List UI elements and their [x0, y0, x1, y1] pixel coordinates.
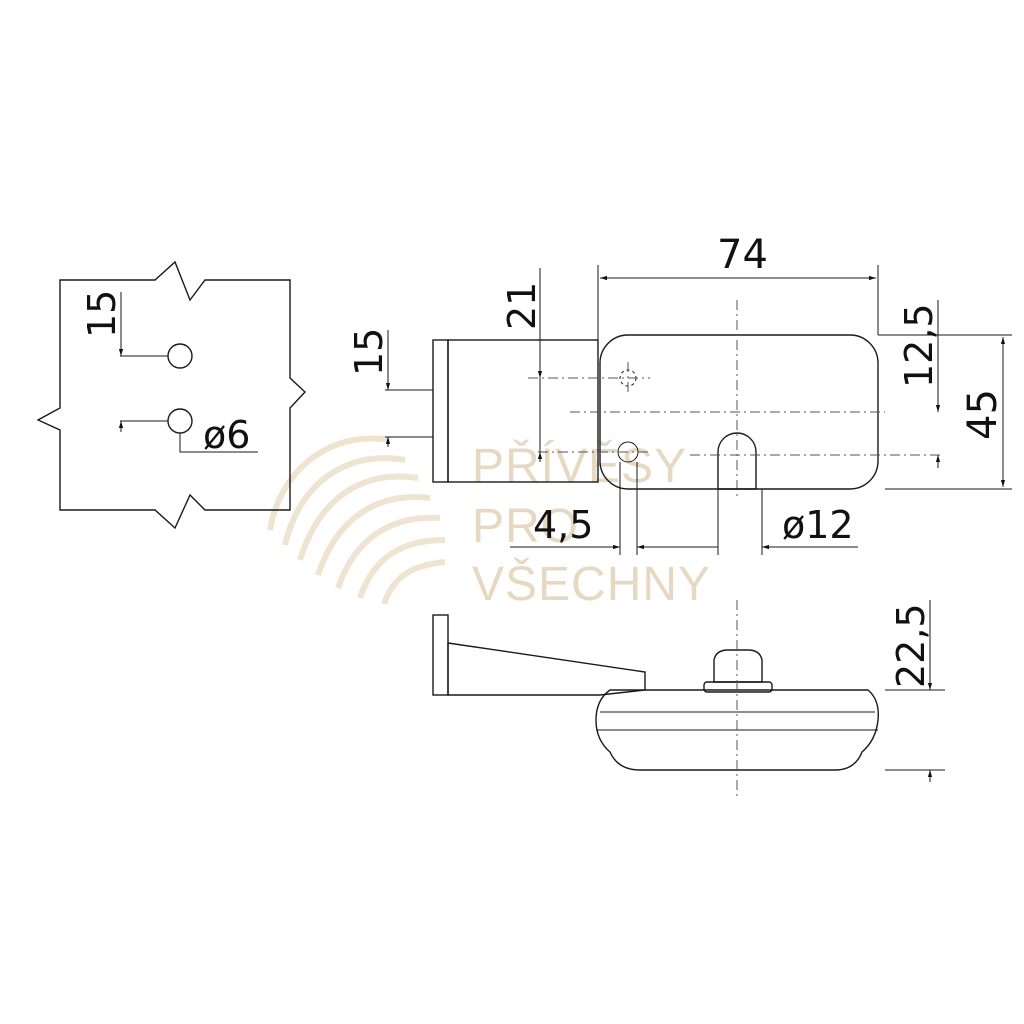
dim-offset-21: 21 [500, 282, 544, 330]
connector-top [713, 649, 763, 683]
bracket-arm [447, 339, 599, 483]
watermark-line1: PŘÍVĚSY [472, 440, 687, 493]
dim-bracket-height: 15 [347, 328, 391, 376]
dim-width-74: 74 [717, 232, 768, 278]
dim-offset-4-5: 4,5 [533, 503, 593, 547]
watermark-logo [267, 435, 446, 606]
watermark-line3: VŠECHNY [472, 557, 711, 611]
watermark-line2: PRO [472, 500, 579, 553]
front-view [385, 265, 1012, 555]
side-view [432, 600, 945, 800]
dim-left-hole-dia: ø6 [203, 413, 250, 457]
side-bracket-arm [447, 642, 646, 696]
side-bracket-plate [432, 614, 449, 696]
connector-base [703, 681, 773, 693]
mounting-hole-lower [167, 408, 193, 434]
dim-socket-dia: ø12 [782, 503, 854, 547]
dim-depth-22-5: 22,5 [889, 603, 933, 688]
cable-socket [717, 432, 757, 490]
lamp-profile [595, 689, 879, 771]
dim-offset-12-5: 12,5 [897, 303, 941, 388]
bracket-plate [432, 339, 449, 483]
dim-left-spacing: 15 [80, 290, 124, 338]
mounting-hole-upper [167, 343, 193, 369]
dim-height-45: 45 [960, 389, 1006, 440]
mounting-template-view [36, 260, 306, 530]
